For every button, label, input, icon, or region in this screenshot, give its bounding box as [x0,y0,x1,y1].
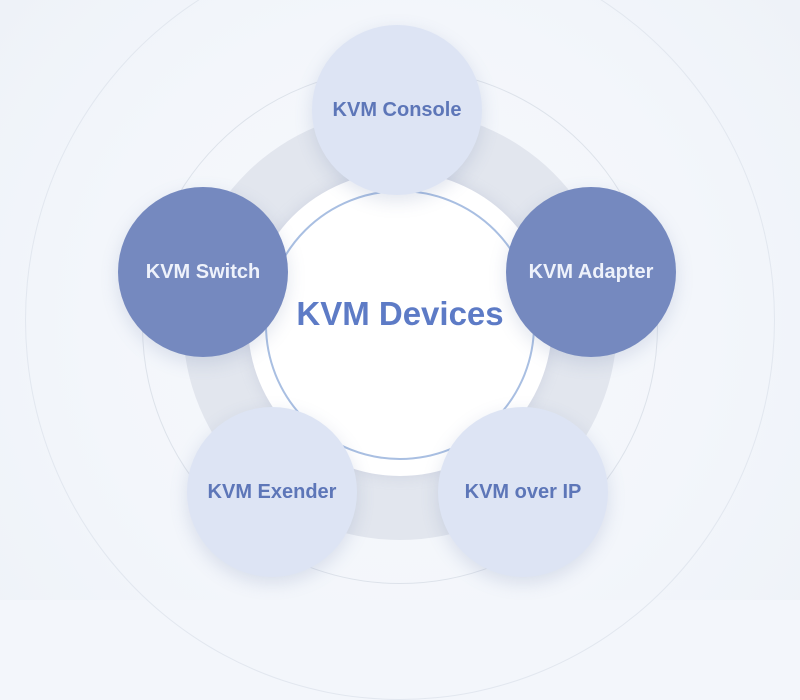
node-kvm-exender: KVM Exender [187,407,357,577]
node-kvm-console: KVM Console [312,25,482,195]
node-kvm-adapter: KVM Adapter [506,187,676,357]
center-title: KVM Devices [296,295,504,332]
node-kvm-over-ip: KVM over IP [438,407,608,577]
node-kvm-switch: KVM Switch [118,187,288,357]
